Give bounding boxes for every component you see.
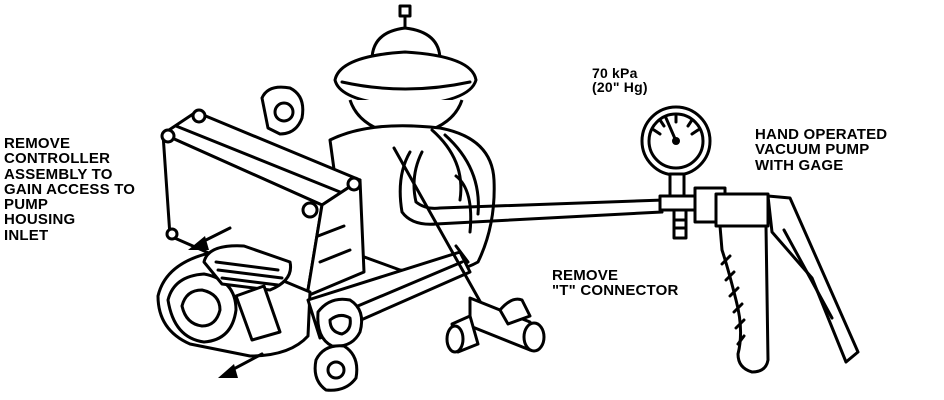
vacuum-hose — [398, 150, 666, 226]
hand-vacuum-pump-icon — [693, 186, 860, 374]
gauge-reading-label: 70 kPa (20" Hg) — [592, 65, 648, 96]
lower-bracket — [306, 250, 472, 392]
diaphragm-canister — [333, 4, 478, 138]
remove-t-connector-label: REMOVE "T" CONNECTOR — [552, 267, 679, 300]
remove-controller-label: REMOVE CONTROLLER ASSEMBLY TO GAIN ACCES… — [4, 135, 136, 244]
pump-housing-inlet — [156, 244, 312, 358]
vacuum-pump-label: HAND OPERATED VACUUM PUMP WITH GAGE — [755, 126, 888, 174]
vacuum-gauge-icon — [640, 105, 712, 240]
controller-assembly — [160, 108, 366, 298]
direction-arrow-icon — [188, 226, 264, 378]
t-connector-icon — [392, 146, 546, 354]
